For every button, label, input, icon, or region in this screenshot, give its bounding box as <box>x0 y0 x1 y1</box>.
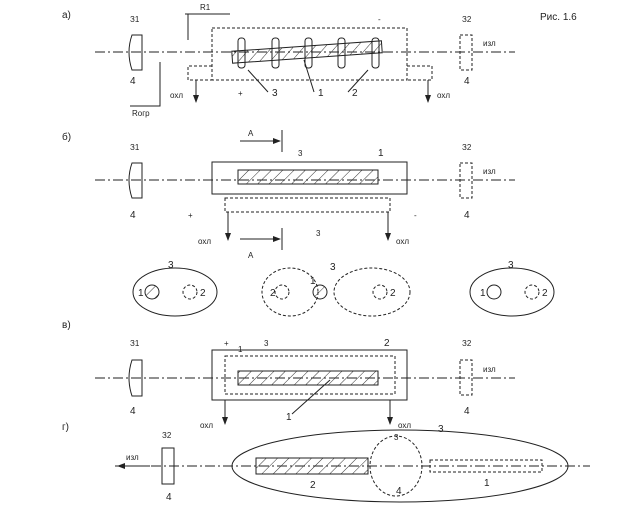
s2-1: 1 <box>310 276 316 287</box>
s2-3: 3 <box>330 262 336 273</box>
num-1-d: 1 <box>484 478 490 489</box>
s3-1: 1 <box>480 288 486 299</box>
output-label: изл <box>483 39 496 48</box>
cool-in-b: охл <box>198 237 211 246</box>
minus-b: - <box>414 211 417 220</box>
plus-a: + <box>238 89 243 98</box>
mirror-right-label: З2 <box>462 15 472 24</box>
s3-3: 3 <box>508 260 514 271</box>
num-1-a: 1 <box>318 88 324 99</box>
num-4-right: 4 <box>464 76 470 87</box>
panel-c-letter: в) <box>62 320 71 331</box>
num-4-left-b: 4 <box>130 210 136 221</box>
num-2-a: 2 <box>352 88 358 99</box>
num-1-c-top: 1 <box>238 345 243 354</box>
laser-body <box>211 27 408 81</box>
section-a-top: А <box>248 129 254 138</box>
section-a-bottom: А <box>248 251 254 260</box>
panel-d-letter: г) <box>62 422 69 433</box>
cross-sections: 3 1 2 3 2 1 2 3 1 2 <box>132 260 555 317</box>
num-3-b-top: 3 <box>298 149 303 158</box>
num-4-left: 4 <box>130 76 136 87</box>
num-3-d-b: 3 <box>438 424 444 435</box>
mirror-left-c: З1 <box>130 339 140 348</box>
mirror-right-c: З2 <box>462 339 472 348</box>
num-2-c: 2 <box>384 338 390 349</box>
cool-in-c: охл <box>200 421 213 430</box>
s2-2b: 2 <box>390 288 396 299</box>
num-3-a: 3 <box>272 88 278 99</box>
mirror-left-b: З1 <box>130 143 140 152</box>
cool-out-c: охл <box>398 421 411 430</box>
s1-3: 3 <box>168 260 174 271</box>
num-1-b: 1 <box>378 148 384 159</box>
output-label-d: изл <box>126 453 139 462</box>
right-mirror <box>459 34 473 71</box>
panel-c: в) З1 З2 4 4 изл + 1 3 2 1 охл охл <box>62 320 515 430</box>
right-port <box>407 65 433 81</box>
num-4-d-lens: 4 <box>396 486 402 497</box>
num-3-d-a: 3 <box>394 433 399 442</box>
panel-b-letter: б) <box>62 131 71 143</box>
rogr-label: Rогр <box>132 109 150 118</box>
panel-d: г) З2 4 изл 3 3 2 4 1 <box>62 422 590 503</box>
num-3-b-bottom: 3 <box>316 229 321 238</box>
num-4-d: 4 <box>166 492 172 503</box>
mirror-d: З2 <box>162 431 172 440</box>
panel-a-letter: а) <box>62 10 71 21</box>
mirror-right-b: З2 <box>462 143 472 152</box>
active-rod <box>231 40 383 64</box>
num-4-right-c: 4 <box>464 406 470 417</box>
cool-out-a: охл <box>437 91 450 100</box>
pump-coils <box>237 37 380 69</box>
r1-lead <box>185 13 230 40</box>
plus-b: + <box>188 211 193 220</box>
left-mirror <box>128 34 143 71</box>
num-1-c: 1 <box>286 412 292 423</box>
figure-label: Рис. 1.6 <box>540 12 577 23</box>
s2-2: 2 <box>270 288 276 299</box>
output-label-c: изл <box>483 365 496 374</box>
s3-2: 2 <box>542 288 548 299</box>
s1-2: 2 <box>200 288 206 299</box>
minus-a: - <box>378 15 381 24</box>
num-3-c: 3 <box>264 339 269 348</box>
cool-in-a: охл <box>170 91 183 100</box>
output-label-b: изл <box>483 167 496 176</box>
left-port <box>187 65 212 81</box>
mirror-left-label: З1 <box>130 15 140 24</box>
panel-a: а) З1 З2 4 4 изл R1 Rогр + - охл охл <box>62 3 515 118</box>
num-4-left-c: 4 <box>130 406 136 417</box>
plus-c: + <box>224 339 229 348</box>
s1-1: 1 <box>138 288 144 299</box>
num-4-right-b: 4 <box>464 210 470 221</box>
num-2-d: 2 <box>310 480 316 491</box>
rogr-lead <box>130 62 161 107</box>
cool-out-b: охл <box>396 237 409 246</box>
panel-b: б) З1 З2 4 4 изл + - охл охл А А 3 1 3 <box>62 129 515 260</box>
r1-label: R1 <box>200 3 211 12</box>
